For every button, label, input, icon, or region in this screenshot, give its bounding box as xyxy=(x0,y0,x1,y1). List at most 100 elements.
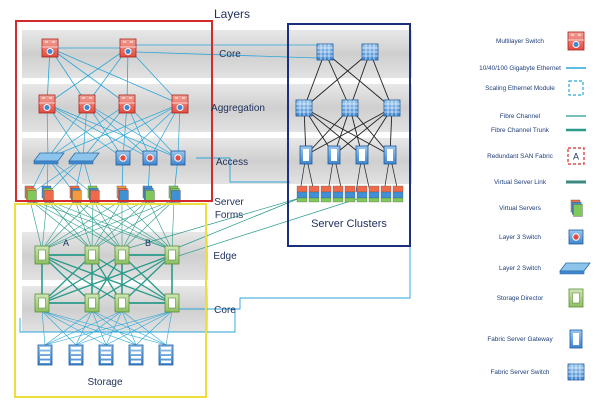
devices xyxy=(24,38,404,366)
link-line xyxy=(171,199,175,251)
virtual-servers-icon xyxy=(116,185,129,203)
link-line xyxy=(41,310,167,346)
virtual-servers-icon xyxy=(570,199,583,217)
link-line xyxy=(29,199,93,251)
multilayer-switch-icon xyxy=(119,38,137,58)
layer-label-aggregation: Aggregation xyxy=(211,103,265,114)
connection-lines xyxy=(19,44,411,346)
link-line xyxy=(121,199,149,251)
link-line xyxy=(91,199,123,251)
fabric-gateway-icon xyxy=(299,145,313,165)
link-line xyxy=(41,310,77,346)
link-line xyxy=(47,103,181,159)
link-line xyxy=(349,51,371,109)
fabric-switch-icon xyxy=(361,43,379,61)
fabric-gateway-icon xyxy=(569,329,583,349)
layer-label-forms: Forms xyxy=(215,210,243,221)
link-line xyxy=(41,310,107,346)
diagram-title: Layers xyxy=(214,7,250,21)
layer-box-red xyxy=(15,20,213,202)
legend-item: Fabric Server Switch xyxy=(491,363,585,381)
link-line xyxy=(41,310,137,346)
legend-item: Layer 3 Switch xyxy=(499,229,584,245)
link-line xyxy=(105,310,123,346)
storage-director-icon xyxy=(164,293,180,313)
virtual-servers-icon xyxy=(296,185,308,203)
redundant-san-glyph: A xyxy=(573,152,579,162)
legend-item: Virtual Servers xyxy=(499,199,583,217)
link-line xyxy=(122,103,181,159)
redundant-san-icon: A xyxy=(567,147,585,165)
link-line xyxy=(46,47,129,105)
legend-item: Virtual Server Link xyxy=(494,179,586,186)
link-line xyxy=(44,310,123,346)
link-line xyxy=(171,197,301,251)
link-line xyxy=(41,199,123,251)
fabric-switch-icon xyxy=(295,99,313,117)
fabric-gateway-icon xyxy=(355,145,369,165)
link-line xyxy=(41,254,123,304)
storage-array-icon xyxy=(128,344,144,366)
layer3-switch-icon xyxy=(142,150,158,166)
link-line xyxy=(41,199,94,251)
link-line xyxy=(49,47,128,105)
link-line xyxy=(49,47,181,105)
link-line xyxy=(127,47,181,105)
director-a-label: A xyxy=(63,238,69,248)
link-line xyxy=(86,103,179,159)
link-line xyxy=(41,310,46,346)
link-line xyxy=(86,103,151,159)
legend-label: Scaling Ethernet Module xyxy=(485,85,555,92)
server-cluster-box xyxy=(287,23,411,247)
fabric-switch-icon xyxy=(567,363,585,381)
link-line xyxy=(165,310,173,346)
layer-label-access: Access xyxy=(216,157,248,168)
link-line xyxy=(29,199,123,251)
link-line xyxy=(305,107,393,156)
link-line xyxy=(74,199,93,251)
virtual-servers-icon xyxy=(87,185,100,203)
storage-director-icon xyxy=(114,245,130,265)
layer-label-core: Core xyxy=(219,49,241,60)
virtual-servers-icon xyxy=(168,185,181,203)
link-line xyxy=(105,310,173,346)
fabric-gateway-icon xyxy=(327,145,341,165)
scaling-module-icon xyxy=(568,80,584,96)
legend-label: Layer 2 Switch xyxy=(499,265,541,272)
layer-label-server: Server xyxy=(214,197,244,208)
storage-array-icon xyxy=(98,344,114,366)
fabric-switch-icon xyxy=(383,99,401,117)
storage-label: Storage xyxy=(87,377,122,388)
legend-item: Scaling Ethernet Module xyxy=(485,80,584,96)
legend-item: 10/40/100 Gigabyte Ethernet xyxy=(479,65,586,72)
storage-array-icon xyxy=(68,344,84,366)
layer-label-edge: Edge xyxy=(213,251,237,262)
storage-box xyxy=(14,203,207,398)
virtual-servers-icon xyxy=(332,185,344,203)
virtual-servers-icon xyxy=(142,185,155,203)
storage-director-icon xyxy=(164,245,180,265)
link-line xyxy=(41,199,175,251)
link-line xyxy=(121,197,301,251)
link-line xyxy=(171,197,361,259)
virtual-servers-icon xyxy=(368,185,380,203)
storage-director-icon xyxy=(34,293,50,313)
virtual-servers-icon xyxy=(356,185,368,203)
legend-item: Fibre Channel xyxy=(500,113,586,120)
link-line xyxy=(172,246,411,310)
legend-label: Redundant SAN Fabric xyxy=(487,153,554,160)
storage-director-icon xyxy=(568,288,584,308)
band-core xyxy=(22,30,412,78)
layer3-switch-icon xyxy=(115,150,131,166)
storage-director-icon xyxy=(84,245,100,265)
link-line xyxy=(303,51,371,109)
legend-item: Layer 2 Switch xyxy=(499,262,591,275)
link-line xyxy=(333,107,393,156)
link-line xyxy=(29,199,43,251)
storage-array-icon xyxy=(158,344,174,366)
legend-label: Virtual Servers xyxy=(499,205,541,212)
link-line xyxy=(91,199,175,251)
virtual-servers-icon xyxy=(69,185,82,203)
director-b-label: B xyxy=(145,238,151,248)
